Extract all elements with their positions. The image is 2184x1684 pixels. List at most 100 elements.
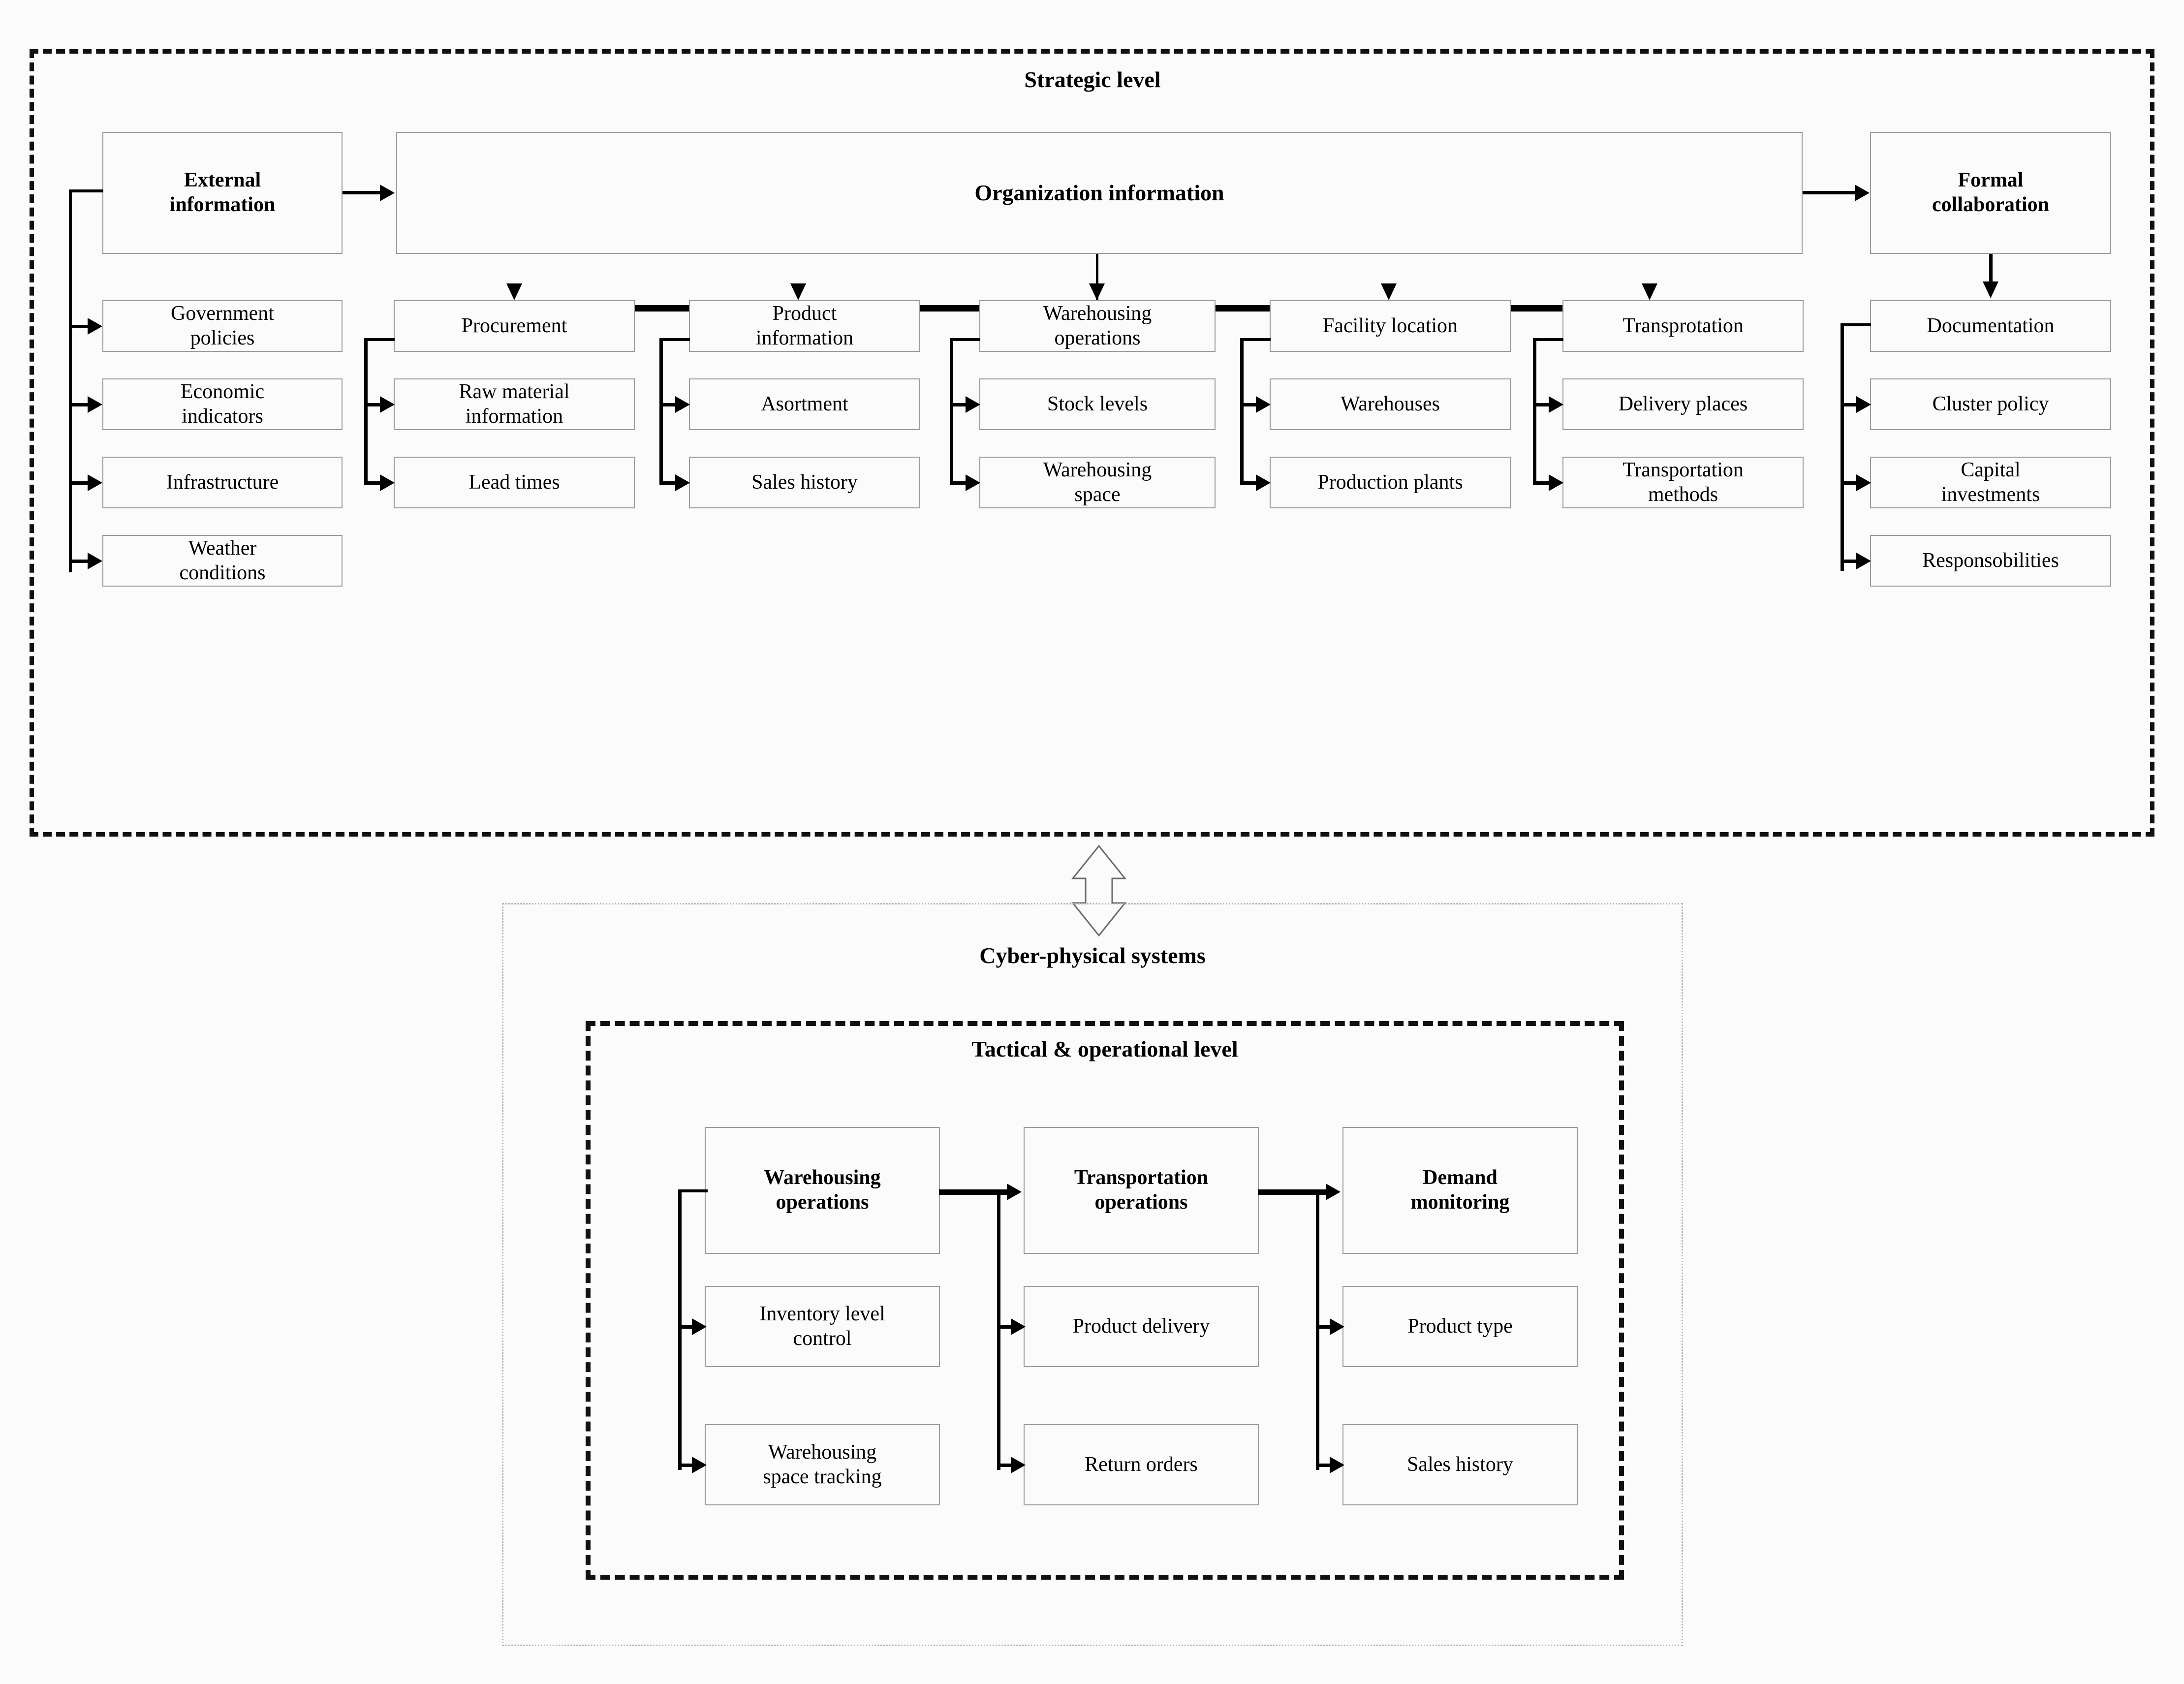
arrow-org-col-3-item-2 <box>966 474 980 491</box>
arrow-organization-col-4 <box>1381 283 1397 300</box>
tac-col-1-spine <box>678 1191 682 1470</box>
arrow-external-item-3 <box>88 474 102 491</box>
strategic-level-zone <box>30 49 2154 837</box>
connector-org-col-5-item-2 <box>1533 481 1551 485</box>
connector-formal-to-documentation <box>1989 254 1993 283</box>
external-item-label-1: Government policies <box>171 302 274 349</box>
org-col-3-item-label-1: Stock levels <box>1047 392 1148 415</box>
formal-spine-stub <box>1841 323 1871 326</box>
external-item-label-4: Weather conditions <box>179 536 266 584</box>
formal-item-label-2: Cluster policy <box>1932 392 2049 415</box>
org-col-4-item-label-2: Production plants <box>1317 470 1463 494</box>
org-col-1-item-box-1: Raw material information <box>394 378 635 430</box>
org-col-5-spine <box>1533 340 1536 483</box>
org-col-2-header-box: Product information <box>689 300 920 352</box>
arrow-external-item-1 <box>88 318 102 335</box>
organization-information-box: Organization information <box>396 132 1803 254</box>
external-item-box-1: Government policies <box>102 300 343 352</box>
arrow-tac-col-2-item-1 <box>1011 1318 1026 1335</box>
arrow-formal-item-2 <box>1856 396 1871 413</box>
org-col-4-item-box-1: Warehouses <box>1270 378 1511 430</box>
connector-formal-item-3 <box>1841 481 1858 485</box>
arrow-org-col-5-item-1 <box>1549 396 1563 413</box>
formal-item-box-1: Documentation <box>1870 300 2111 352</box>
tac-col-1-item-label-2: Warehousing space tracking <box>763 1440 882 1488</box>
org-col-5-header-box: Transprotation <box>1562 300 1804 352</box>
arrow-external-to-organization <box>380 185 395 201</box>
arrow-formal-item-3 <box>1856 474 1871 491</box>
org-col-2-item-box-1: Asortment <box>689 378 920 430</box>
external-item-box-2: Economic indicators <box>102 378 343 430</box>
arrow-organization-col-5 <box>1642 283 1657 300</box>
cyber-physical-systems-title: Cyber-physical systems <box>979 943 1206 968</box>
arrow-org-col-4-item-1 <box>1256 396 1271 413</box>
tac-col-2-header-label: Transportation operations <box>1074 1166 1209 1214</box>
formal-item-box-4: Responsobilities <box>1870 535 2111 587</box>
org-col-3-header-box: Warehousing operations <box>979 300 1216 352</box>
org-col-1-item-label-1: Raw material information <box>459 380 570 428</box>
formal-item-box-2: Cluster policy <box>1870 378 2111 430</box>
connector-organization-to-formal <box>1803 191 1856 194</box>
connector-org-col-2-item-2 <box>659 481 677 485</box>
connector-external-item-4 <box>69 560 89 563</box>
org-col-5-item-label-2: Transportation methods <box>1622 458 1744 506</box>
connector-external-item-1 <box>69 325 89 328</box>
formal-item-label-1: Documentation <box>1927 314 2055 337</box>
org-col-1-spine <box>364 340 368 483</box>
org-col-5-spine-stub <box>1533 338 1563 341</box>
org-col-3-header-label: Warehousing operations <box>1043 302 1152 349</box>
connector-external-item-3 <box>69 481 89 485</box>
org-col-2-item-box-2: Sales history <box>689 457 920 508</box>
org-col-5-item-box-2: Transportation methods <box>1562 457 1804 508</box>
tac-col-2-item-label-1: Product delivery <box>1072 1314 1210 1338</box>
connector-tac-col-1-to-col-2 <box>939 1189 1012 1195</box>
org-col-1-header-label: Procurement <box>461 314 567 337</box>
org-col-3-item-box-2: Warehousing space <box>979 457 1216 508</box>
arrow-tac-col-1-to-col-2 <box>1007 1184 1022 1200</box>
connector-tac-col-3-item-2 <box>1316 1464 1332 1467</box>
external-spine-vertical <box>69 191 72 572</box>
org-col-1-item-box-2: Lead times <box>394 457 635 508</box>
tactical-operational-zone <box>586 1021 1624 1580</box>
arrow-tac-col-3-item-1 <box>1330 1318 1344 1335</box>
connector-tac-col-1-item-1 <box>678 1325 694 1329</box>
connector-formal-item-4 <box>1841 560 1858 563</box>
org-col-1-spine-stub <box>364 338 395 341</box>
connector-org-col-3-item-1 <box>950 403 967 406</box>
connector-org-col-1-item-2 <box>364 481 382 485</box>
org-col-3-spine-stub <box>950 338 980 341</box>
external-item-label-2: Economic indicators <box>180 380 265 428</box>
tac-col-1-item-label-1: Inventory level control <box>759 1302 885 1350</box>
arrow-external-item-4 <box>88 553 102 569</box>
tac-col-2-item-label-2: Return orders <box>1085 1453 1198 1476</box>
external-information-label: External information <box>169 169 276 216</box>
connector-org-col-5-item-1 <box>1533 403 1551 406</box>
arrow-org-col-1-item-2 <box>380 474 395 491</box>
formal-item-label-4: Responsobilities <box>1922 549 2059 572</box>
external-item-box-4: Weather conditions <box>102 535 343 587</box>
connector-org-col-1-item-1 <box>364 403 382 406</box>
connector-tac-col-2-item-2 <box>997 1464 1013 1467</box>
org-col-4-spine-stub <box>1240 338 1271 341</box>
org-col-3-spine <box>950 340 953 483</box>
org-col-3-item-label-2: Warehousing space <box>1043 458 1152 506</box>
external-item-label-3: Infrastructure <box>166 470 279 494</box>
external-item-box-3: Infrastructure <box>102 457 343 508</box>
arrow-formal-to-documentation <box>1983 281 1998 298</box>
tac-col-1-item-box-2: Warehousing space tracking <box>705 1424 940 1505</box>
bidirectional-link-icon <box>1071 844 1127 937</box>
tac-col-2-item-box-1: Product delivery <box>1024 1286 1259 1367</box>
tac-col-3-header-label: Demand monitoring <box>1410 1166 1510 1214</box>
tac-col-3-spine <box>1316 1191 1319 1470</box>
org-col-4-spine <box>1240 340 1244 483</box>
arrow-org-col-4-item-2 <box>1256 474 1271 491</box>
org-col-2-item-label-2: Sales history <box>751 470 858 494</box>
formal-collaboration-label: Formal collaboration <box>1932 169 2049 216</box>
connector-org-col-4-item-1 <box>1240 403 1258 406</box>
org-col-1-header-box: Procurement <box>394 300 635 352</box>
org-col-4-item-label-1: Warehouses <box>1341 392 1440 415</box>
tac-col-1-header-label: Warehousing operations <box>764 1166 881 1214</box>
connector-external-item-2 <box>69 403 89 406</box>
org-col-5-header-label: Transprotation <box>1622 314 1744 337</box>
tac-col-3-item-label-2: Sales history <box>1407 1453 1513 1476</box>
